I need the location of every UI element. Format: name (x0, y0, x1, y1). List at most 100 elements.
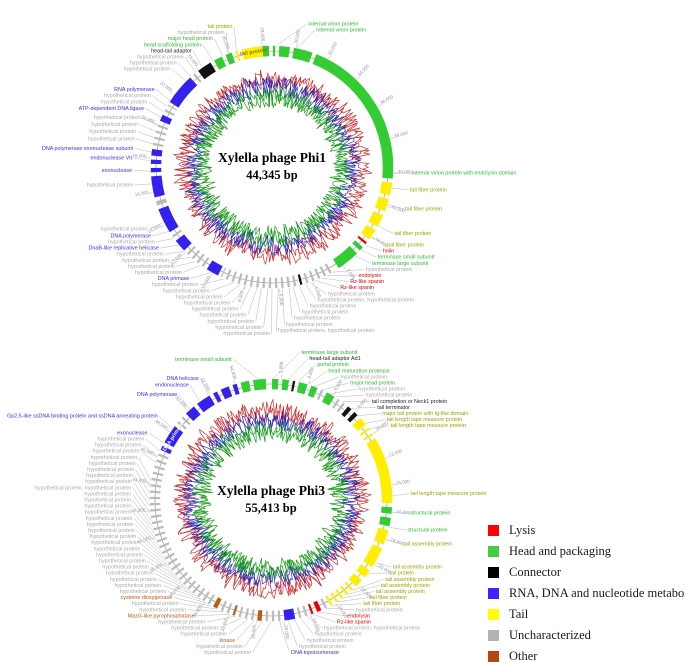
gene-label: hypothetical protein (99, 559, 146, 565)
gene-segment (171, 562, 181, 571)
gene-label: hypothetical protein (85, 510, 132, 516)
gene-segment (231, 271, 237, 283)
tick-label: 48,000 (154, 419, 169, 431)
gene-label: hypothetical protein (87, 522, 134, 528)
gene-label: hypothetical protein (358, 387, 405, 393)
leader-line (178, 394, 190, 410)
tick-mark (373, 431, 377, 434)
tick-label: 54,000 (229, 365, 238, 380)
gene-segment (313, 600, 322, 613)
gene-label: tail fiber protein (387, 243, 424, 249)
gene-segment (297, 274, 303, 285)
gene-segment (181, 416, 191, 426)
leader-line (133, 481, 150, 507)
leader-line (140, 451, 156, 463)
leader-line (337, 597, 369, 603)
gene-label: hypothetical protein (85, 479, 132, 485)
leader-line (298, 364, 316, 382)
gene-label: hypothetical protein (302, 310, 349, 316)
gene-label: hypothetical protein (89, 129, 136, 135)
leader-line (352, 579, 384, 591)
tick-mark (387, 206, 392, 209)
gene-label: hypothetical protein, hypothetical prote… (278, 328, 375, 334)
gene-segment (381, 506, 393, 514)
gene-segment (160, 445, 172, 455)
gene-label: tail terminator (377, 405, 410, 411)
gene-label: hypothetical protein (88, 528, 135, 534)
leader-line (276, 288, 279, 331)
gene-segment (240, 380, 251, 393)
gene-label: hypothetical protein (117, 252, 164, 258)
tick-label: 4,000 (314, 286, 323, 299)
leader-line (321, 277, 349, 282)
gene-label: kinase (219, 638, 235, 644)
leader-line (177, 62, 191, 77)
tick-mark (310, 615, 313, 620)
gene-segment (197, 587, 206, 598)
gene-label: hypothetical protein (114, 583, 161, 589)
gene-label: hypothetical protein (139, 607, 186, 613)
gene-label: hypothetical protein (178, 30, 225, 36)
leader-line (326, 608, 355, 611)
gene-label: tail fiber protein (370, 595, 407, 601)
gene-label: hypothetical protein (89, 461, 136, 467)
gene-segment (303, 272, 309, 284)
gene-label: DnaB-like replicative helicase (89, 246, 159, 252)
gene-label: hypothetical protein (207, 319, 254, 325)
leader-line (309, 282, 327, 295)
leader-line (133, 157, 151, 161)
gene-label: structural protein (410, 511, 450, 517)
tick-label: 40,000 (137, 535, 152, 544)
leader-line (138, 457, 152, 482)
gene-segment (158, 453, 169, 460)
gene-label: exonuclease (117, 430, 147, 436)
gene-segment (232, 604, 238, 616)
gene-label: internal virion protein (316, 28, 366, 34)
gene-segment (292, 47, 313, 63)
gene-segment (226, 603, 233, 614)
leader-line (239, 286, 252, 310)
gene-label: head scaffolding protein (144, 42, 201, 48)
gene-label: hypothetical protein (163, 288, 210, 294)
leader-line (365, 419, 386, 424)
leader-line (183, 265, 201, 273)
gene-segment (312, 54, 394, 179)
gene-segment (220, 386, 233, 400)
gene-segment (220, 267, 227, 278)
tick-label: 34,000 (357, 63, 371, 77)
gene-segment (187, 580, 197, 590)
gene-segment (332, 398, 340, 409)
gene-label: internal virion protein with endolysin d… (412, 170, 517, 176)
tick-label: 36,000 (379, 94, 394, 106)
gene-label: endolysin (359, 273, 382, 279)
leader-line (272, 352, 301, 379)
leader-line (148, 432, 164, 444)
gene-label: hypothetical protein (307, 638, 354, 644)
leader-line (213, 38, 223, 57)
gene-label: hypothetical protein (365, 393, 412, 399)
tick-label: 32,000 (220, 617, 230, 632)
leader-line (135, 469, 150, 494)
gene-label: hypothetical protein (204, 650, 251, 656)
gene-segment (177, 421, 187, 430)
gene-label: hypothetical protein (84, 491, 131, 497)
leader-line (152, 231, 170, 237)
gene-label: hypothetical protein (315, 632, 362, 638)
gene-label: hypothetical protein (87, 182, 134, 188)
gene-label: hypothetical protein (356, 607, 403, 613)
leader-line (153, 572, 192, 592)
gene-label: tail length tape measure protein (391, 423, 467, 429)
gc-plot (192, 419, 349, 580)
leader-line (225, 32, 229, 54)
tick-mark (385, 456, 390, 459)
gene-label: hypothetical protein (84, 498, 131, 504)
leader-line (342, 591, 375, 599)
tick-mark (227, 614, 230, 619)
gene-segment (339, 585, 349, 595)
leader-line (392, 493, 410, 497)
legend-label: Other (509, 649, 538, 662)
gene-segment (196, 253, 205, 264)
gene-segment (366, 438, 393, 504)
leader-line (141, 548, 175, 574)
gene-label: DNA polymerase exonuclease subunit (42, 146, 134, 152)
